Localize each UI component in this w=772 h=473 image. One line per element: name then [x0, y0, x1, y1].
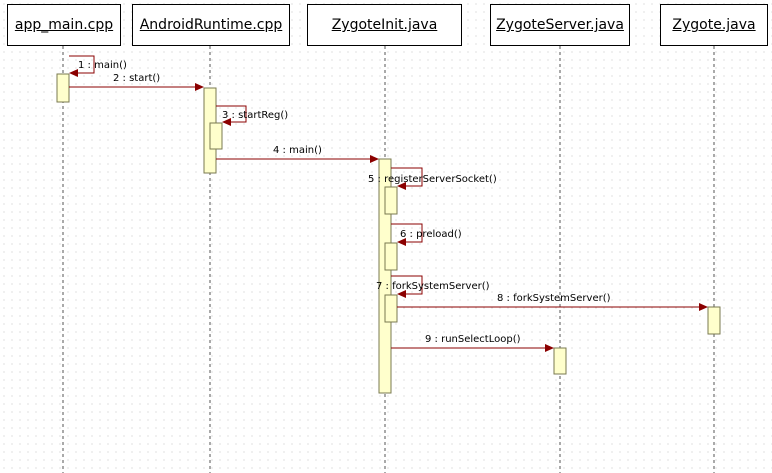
participant-label: AndroidRuntime.cpp: [139, 17, 283, 33]
participant-label: app_main.cpp: [14, 17, 114, 33]
message-4-label: 4 : main(): [273, 145, 322, 156]
message-9-label: 9 : runSelectLoop(): [425, 334, 521, 345]
activation-zygote-init-fork: [384, 294, 398, 323]
lifelines: [62, 46, 715, 473]
participant-zygote: Zygote.java: [660, 4, 768, 46]
message-6-label: 6 : preload(): [400, 229, 462, 240]
message-labels: 1 : main() 2 : start() 3 : startReg() 4 …: [78, 60, 611, 345]
message-3-label: 3 : startReg(): [222, 110, 288, 121]
activation-app-main: [56, 73, 70, 103]
activation-zygote-server: [553, 347, 567, 375]
activation-zygote: [707, 306, 721, 335]
participant-label: ZygoteServer.java: [496, 17, 624, 33]
message-5-arrow: [391, 167, 423, 190]
participant-zygote-init: ZygoteInit.java: [307, 4, 462, 46]
message-7-label: 7 : forkSystemServer(): [376, 281, 490, 292]
message-1-label: 1 : main(): [78, 60, 127, 71]
message-6-arrow: [391, 223, 423, 246]
participant-zygote-server: ZygoteServer.java: [490, 4, 630, 46]
participant-app-main: app_main.cpp: [7, 4, 121, 46]
message-1-arrow: [69, 55, 95, 77]
messages: [69, 55, 708, 352]
message-7-arrow: [391, 275, 423, 298]
activation-zygote-init-register: [384, 186, 398, 215]
activation-bars: [56, 73, 721, 394]
activation-zygote-init-preload: [384, 242, 398, 271]
message-2-label: 2 : start(): [113, 73, 160, 84]
activation-android-runtime-startreg: [209, 122, 223, 150]
message-5-label: 5 : registerServerSocket(): [368, 174, 497, 185]
message-3-arrow: [216, 105, 247, 126]
participant-android-runtime: AndroidRuntime.cpp: [132, 4, 290, 46]
participant-label: ZygoteInit.java: [331, 17, 438, 33]
participant-label: Zygote.java: [672, 17, 756, 33]
message-8-label: 8 : forkSystemServer(): [497, 293, 611, 304]
